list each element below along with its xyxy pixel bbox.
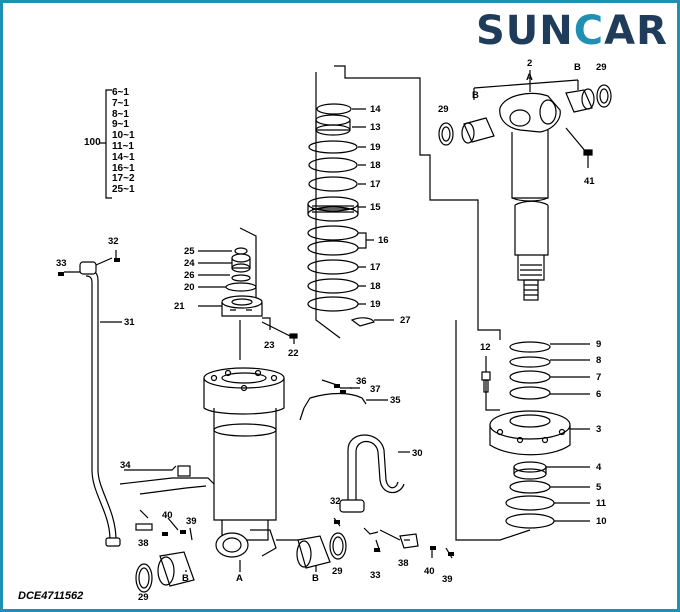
kit-number: 100: [84, 137, 101, 148]
kit-list: 6~1 7~1 8~1 9~1 10~1 11~1 14~1 16~1 17~2…: [112, 87, 135, 196]
callout-33b: 33: [370, 570, 381, 581]
callout-b-bottom-left: B: [182, 573, 189, 584]
callout-4: 4: [596, 462, 602, 473]
kit-item: 9~1: [112, 119, 129, 131]
rod-end-part: [499, 92, 561, 301]
seal-29-bottom-right: [329, 532, 347, 560]
callout-5: 5: [596, 482, 602, 493]
callout-40a: 40: [162, 510, 173, 521]
callout-35: 35: [390, 395, 401, 406]
callout-25: 25: [184, 246, 195, 257]
brand-logo-part2: AR: [604, 8, 668, 54]
gland-part: [221, 247, 263, 317]
seal-29-bottom-left: [135, 563, 153, 593]
cylinder-tube-part: [203, 367, 285, 558]
callout-7: 7: [596, 372, 601, 383]
callout-11: 11: [596, 498, 607, 509]
callout-27: 27: [400, 315, 411, 326]
callout-13: 13: [370, 122, 381, 133]
callout-31: 31: [124, 317, 135, 328]
callout-9: 9: [596, 339, 601, 350]
bracket-34-part: [119, 465, 215, 495]
callout-22: 22: [288, 348, 299, 359]
callout-36: 36: [356, 376, 367, 387]
clamp-38-part: [399, 533, 419, 549]
callout-a-top: A: [526, 72, 533, 83]
callout-41: 41: [584, 176, 595, 187]
callout-32a: 32: [108, 236, 119, 247]
pipe-30-part: [339, 434, 405, 513]
callout-29-bottom-right: 29: [332, 566, 343, 577]
callout-18a: 18: [370, 160, 381, 171]
seal-29-top-right: [596, 84, 612, 108]
callout-26: 26: [184, 270, 195, 281]
callout-32b: 32: [330, 496, 341, 507]
callout-17a: 17: [370, 179, 381, 190]
callout-29-top-left: 29: [438, 104, 449, 115]
kit-item: 17~2: [112, 173, 135, 185]
bushing-b-top-left: [461, 117, 495, 144]
piston-seal-stack: [307, 103, 375, 327]
kit-item: 7~1: [112, 97, 129, 109]
kit-item: 14~1: [112, 151, 135, 163]
callout-19b: 19: [370, 299, 381, 310]
callout-3: 3: [596, 424, 601, 435]
callout-34: 34: [120, 460, 131, 471]
callout-30: 30: [412, 448, 423, 459]
brand-logo: SUNCAR: [476, 8, 668, 54]
callout-38a: 38: [138, 538, 149, 549]
callout-29-bottom-left: 29: [138, 592, 149, 603]
bushing-b-bottom-left: [157, 551, 195, 587]
kit-item: 8~1: [112, 108, 129, 120]
callout-23: 23: [264, 340, 275, 351]
callout-29-top-right: 29: [596, 62, 607, 73]
callout-10: 10: [596, 516, 607, 527]
seal-29-top-left: [438, 122, 454, 146]
cylinder-head-part: [489, 341, 571, 529]
callout-15: 15: [370, 202, 381, 213]
callout-19a: 19: [370, 142, 381, 153]
callout-2: 2: [527, 58, 532, 69]
callout-24: 24: [184, 258, 195, 269]
callout-14: 14: [370, 104, 381, 115]
callout-8: 8: [596, 355, 601, 366]
callout-18b: 18: [370, 281, 381, 292]
callout-6: 6: [596, 389, 601, 400]
kit-item: 11~1: [112, 140, 134, 152]
bushing-b-bottom-right: [296, 535, 331, 569]
callout-b-top-left: B: [472, 90, 479, 101]
callout-17b: 17: [370, 262, 381, 273]
callout-37: 37: [370, 384, 381, 395]
brand-logo-c: C: [573, 8, 605, 54]
callout-38b: 38: [398, 558, 409, 569]
pipe-31-part: [79, 261, 121, 547]
callout-b-top-right: B: [574, 62, 581, 73]
callout-b-bottom-right: B: [312, 573, 319, 584]
kit-bracket: [100, 89, 112, 199]
callout-16: 16: [378, 235, 389, 246]
callout-39b: 39: [442, 574, 453, 585]
bushing-b-top-right: [565, 88, 595, 113]
kit-item: 16~1: [112, 162, 135, 174]
callout-40b: 40: [424, 566, 435, 577]
callout-12: 12: [480, 342, 491, 353]
callout-33a: 33: [56, 258, 67, 269]
callout-39a: 39: [186, 516, 197, 527]
drawing-code: DCE4711562: [18, 590, 84, 602]
callout-a-bottom: A: [236, 573, 243, 584]
callout-20: 20: [184, 282, 195, 293]
kit-item: 6~1: [112, 87, 129, 98]
kit-item: 10~1: [112, 130, 135, 142]
kit-item: 25~1: [112, 184, 135, 196]
brand-logo-part1: SUN: [476, 8, 574, 54]
callout-21: 21: [174, 301, 185, 312]
